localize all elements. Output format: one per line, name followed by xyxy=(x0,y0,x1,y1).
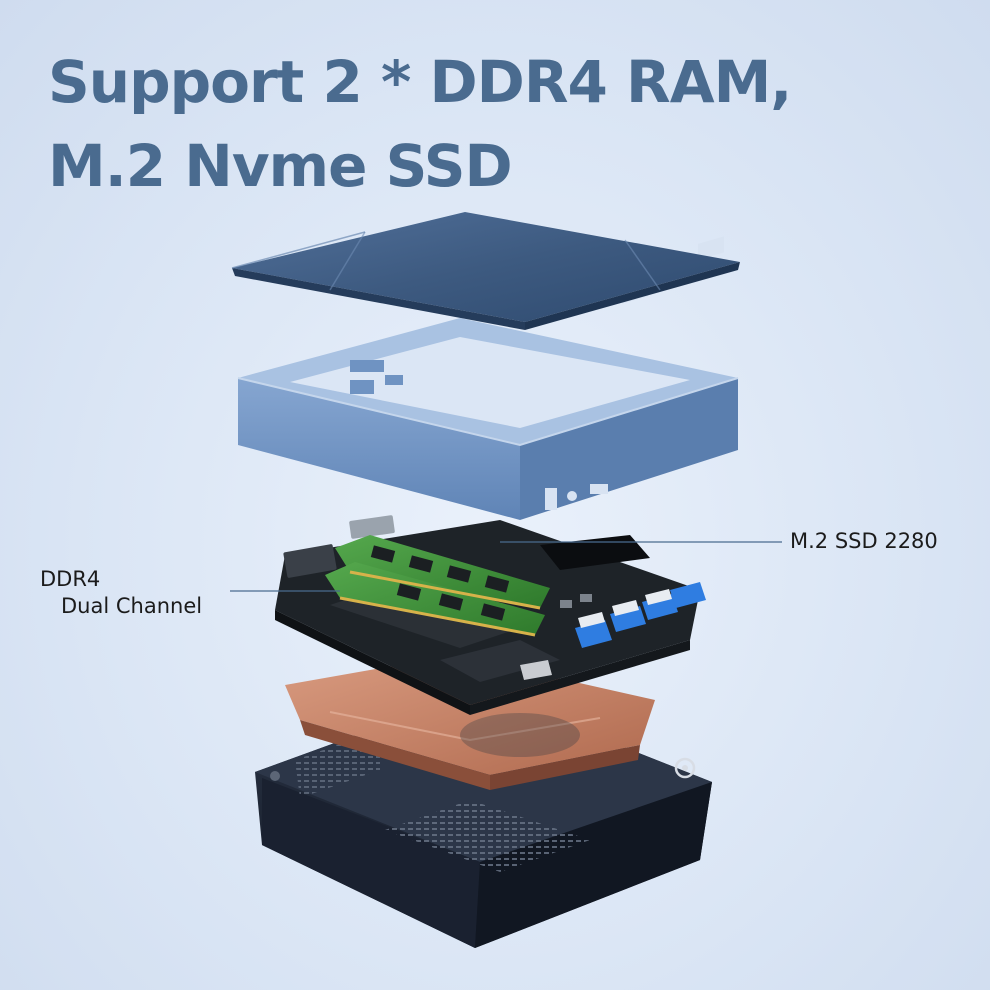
headline-line-2: M.2 Nvme SSD xyxy=(48,132,513,200)
callout-ram: DDR4 Dual Channel xyxy=(40,566,202,620)
lid-panel xyxy=(231,212,740,330)
callout-ram-line-2: Dual Channel xyxy=(61,594,203,618)
headline: Support 2 * DDR4 RAM, M.2 Nvme SSD xyxy=(48,40,792,208)
usb-port-group xyxy=(575,582,706,648)
ram-module xyxy=(325,535,550,637)
frame-ring xyxy=(237,236,739,520)
callout-ssd: M.2 SSD 2280 xyxy=(790,529,938,553)
headline-line-1: Support 2 * DDR4 RAM, xyxy=(48,48,792,116)
callout-ram-line-1: DDR4 xyxy=(40,567,101,591)
